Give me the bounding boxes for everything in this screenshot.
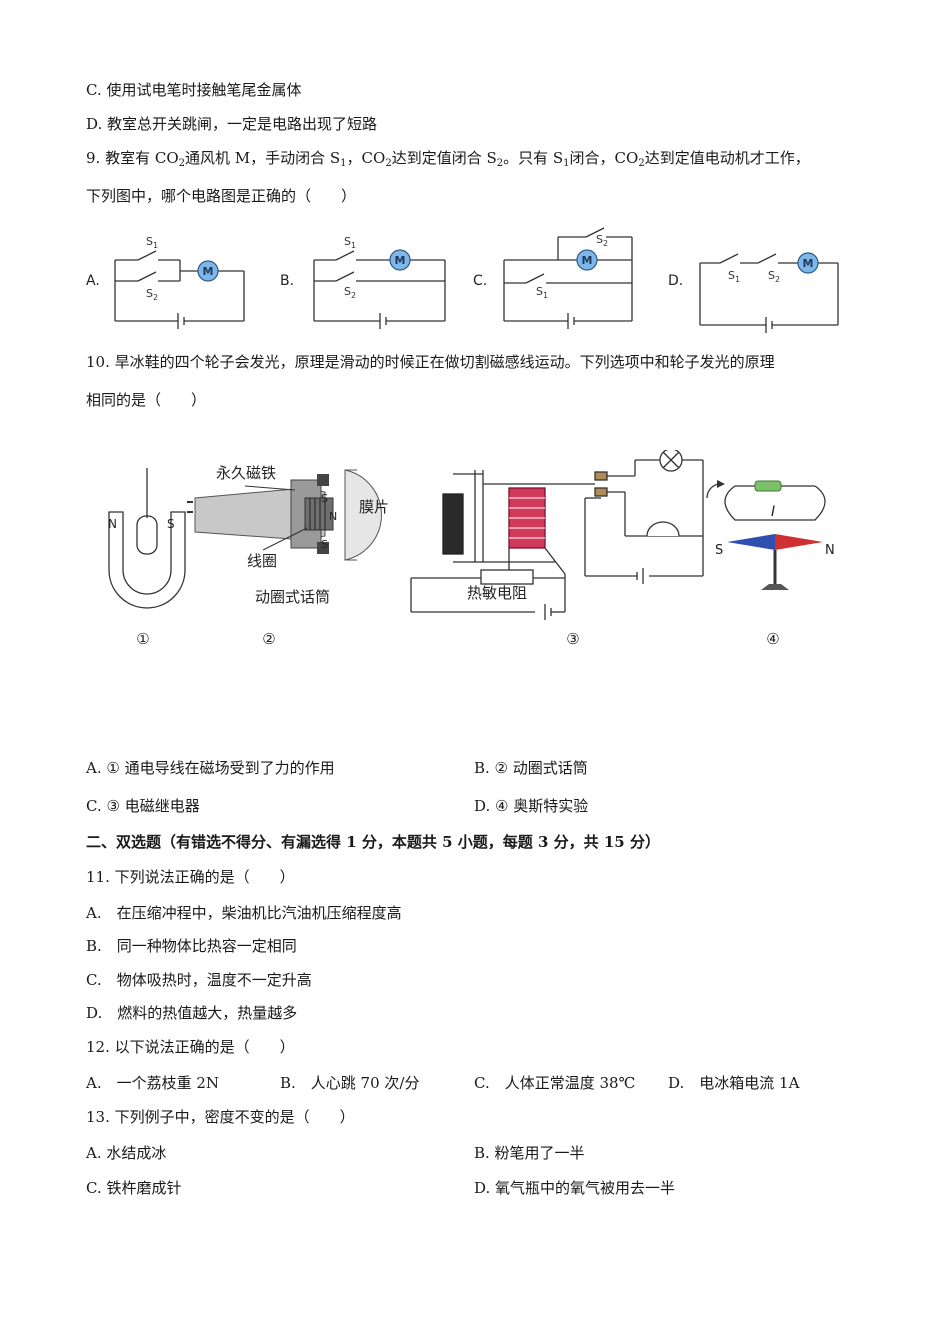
figure-label-1: ①: [136, 630, 149, 648]
coil-label: 线圈: [247, 552, 277, 570]
svg-text:S1: S1: [728, 269, 740, 284]
svg-text:M: M: [395, 254, 406, 267]
svg-text:M: M: [803, 257, 814, 270]
q10-option-c: C. ③ 电磁继电器: [86, 797, 200, 815]
figure-label-2: ②: [262, 630, 275, 648]
q13-option-a: A. 水结成冰: [86, 1144, 167, 1162]
svg-text:S2: S2: [146, 287, 158, 302]
q13-option-c: C. 铁杵磨成针: [86, 1179, 182, 1197]
q9-stem-line1: 9. 教室有 CO2通风机 M，手动闭合 S1，CO2达到定值闭合 S2。只有 …: [86, 149, 810, 169]
figure-3-relay: [410, 459, 704, 620]
q12-option-b: B. 人心跳 70 次/分: [280, 1074, 420, 1092]
svg-text:S1: S1: [344, 235, 356, 250]
figure-4-oersted: [706, 480, 826, 590]
thermistor-label: 热敏电阻: [467, 584, 527, 602]
svg-text:S2: S2: [596, 233, 608, 248]
q11-option-c: C. 物体吸热时，温度不一定升高: [86, 971, 312, 989]
q8-option-d: D. 教室总开关跳闸，一定是电路出现了短路: [86, 115, 378, 133]
q10-stem-line2: 相同的是（ ）: [86, 391, 207, 409]
membrane-label: 膜片: [359, 498, 389, 516]
q12-option-a: A. 一个荔枝重 2N: [86, 1074, 220, 1092]
q9-circuit-diagrams: M M M M S1 S2 S1 S2 S2 S1 S1 S2 A. B. C.…: [86, 227, 839, 333]
q10-stem-line1: 10. 旱冰鞋的四个轮子会发光，原理是滑动的时候正在做切割磁感线运动。下列选项中…: [86, 353, 775, 371]
figure-label-3: ③: [566, 630, 579, 648]
q9-option-b-label: B.: [280, 273, 294, 289]
q13-option-d: D. 氧气瓶中的氧气被用去一半: [474, 1179, 676, 1197]
figure-2-microphone: [187, 469, 382, 561]
q10-option-a: A. ① 通电导线在磁场受到了力的作用: [86, 759, 335, 777]
q11-option-a: A. 在压缩冲程中，柴油机比汽油机压缩程度高: [86, 904, 402, 922]
circuit-a: [114, 250, 245, 329]
svg-text:S: S: [321, 538, 328, 551]
svg-text:N: N: [329, 510, 337, 523]
svg-text:S1: S1: [536, 285, 548, 300]
circuit-b: [313, 250, 446, 329]
q9-option-a-label: A.: [86, 273, 100, 289]
q9-stem-line2: 下列图中，哪个电路图是正确的（ ）: [86, 187, 357, 205]
q9-option-c-label: C.: [473, 273, 487, 289]
figure-1-u-magnet: [108, 468, 186, 609]
q10-figures: N S 永久磁铁 线圈 膜片 S N S 动圈式话筒: [108, 450, 835, 648]
svg-text:S2: S2: [344, 285, 356, 300]
q11-stem: 11. 下列说法正确的是（ ）: [86, 868, 295, 886]
circuit-d: [699, 253, 839, 333]
q12-option-c: C. 人体正常温度 38℃: [474, 1074, 636, 1092]
switch-label: S1: [146, 235, 158, 250]
microphone-caption: 动圈式话筒: [255, 588, 330, 606]
q10-option-b: B. ② 动圈式话筒: [474, 759, 588, 777]
q12-stem: 12. 以下说法正确的是（ ）: [86, 1038, 295, 1056]
figure-label-4: ④: [766, 630, 779, 648]
q11-option-b: B. 同一种物体比热容一定相同: [86, 937, 297, 955]
q12-option-d: D. 电冰箱电流 1A: [668, 1074, 800, 1092]
compass-s-label: S: [715, 543, 723, 558]
section-heading-double-choice: 二、双选题（有错选不得分、有漏选得 1 分，本题共 5 小题，每题 3 分，共 …: [86, 833, 660, 851]
q13-option-b: B. 粉笔用了一半: [474, 1144, 585, 1162]
q11-option-d: D. 燃料的热值越大，热量越多: [86, 1004, 298, 1022]
circuit-c: [503, 227, 633, 329]
magnet-s-label: S: [167, 517, 175, 531]
motor-label: M: [203, 265, 214, 278]
q13-stem: 13. 下列例子中，密度不变的是（ ）: [86, 1108, 355, 1126]
svg-text:M: M: [582, 254, 593, 267]
permanent-magnet-label: 永久磁铁: [216, 464, 276, 482]
compass-n-label: N: [825, 543, 835, 558]
svg-text:S: S: [321, 492, 328, 505]
svg-text:S2: S2: [768, 269, 780, 284]
lamp-icon: [659, 450, 683, 472]
q9-option-d-label: D.: [668, 273, 683, 289]
current-label: I: [771, 504, 775, 520]
q8-option-c: C. 使用试电笔时接触笔尾金属体: [86, 81, 302, 99]
magnet-n-label: N: [108, 517, 117, 531]
q10-option-d: D. ④ 奥斯特实验: [474, 797, 589, 815]
